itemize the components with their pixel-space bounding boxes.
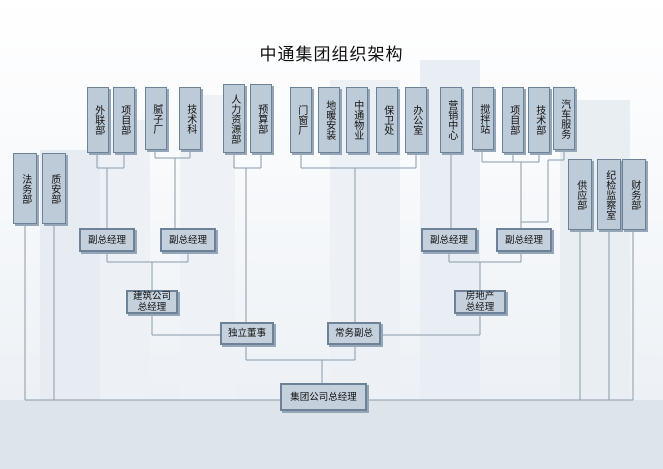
vp-box-2: 副总经理: [160, 228, 216, 252]
dept-box-finance: 财务部: [622, 159, 646, 230]
real-estate-gm-box: 房地产 总经理: [454, 290, 506, 314]
dept-box-floor-heating: 地暖安装: [318, 87, 340, 153]
dept-box-office: 办公室: [405, 87, 427, 153]
vp-box-3: 副总经理: [421, 228, 477, 252]
dept-box-supply: 供应部: [568, 159, 592, 230]
dept-box-marketing: 营销中心: [440, 87, 462, 153]
bg-ground: [0, 400, 663, 469]
independent-director-box: 独立董事: [220, 322, 274, 345]
dept-box-quality-safety: 质安部: [42, 153, 66, 224]
dept-box-property: 中通物业: [346, 87, 368, 153]
group-ceo-box: 集团公司总经理: [280, 383, 367, 411]
dept-box-nizi-factory: 腻子厂: [145, 87, 167, 150]
dept-box-budget: 预算部: [250, 84, 272, 153]
dept-box-security: 保卫处: [376, 87, 398, 153]
dept-box-hr: 人力资源部: [223, 84, 245, 153]
dept-box-xiangmu-1: 项目部: [113, 87, 135, 153]
dept-box-doors-windows: 门窗厂: [290, 87, 312, 153]
dept-box-discipline: 纪检监察室: [597, 159, 621, 230]
vp-box-4: 副总经理: [496, 228, 552, 252]
dept-box-legal: 法务部: [13, 153, 37, 224]
dept-box-mixing-station: 搅拌站: [472, 87, 494, 150]
executive-vp-box: 常务副总: [327, 322, 381, 345]
construction-gm-box: 建筑公司 总经理: [126, 290, 178, 314]
vp-box-1: 副总经理: [79, 228, 135, 252]
dept-box-xiangmu-2: 项目部: [502, 87, 524, 153]
dept-box-auto-service: 汽车服务: [553, 87, 575, 150]
chart-title: 中通集团组织架构: [259, 45, 404, 65]
dept-box-tech-dept: 技术部: [528, 87, 550, 153]
dept-box-jishuke: 技术科: [179, 87, 201, 150]
dept-box-waibian: 外联部: [87, 87, 109, 153]
